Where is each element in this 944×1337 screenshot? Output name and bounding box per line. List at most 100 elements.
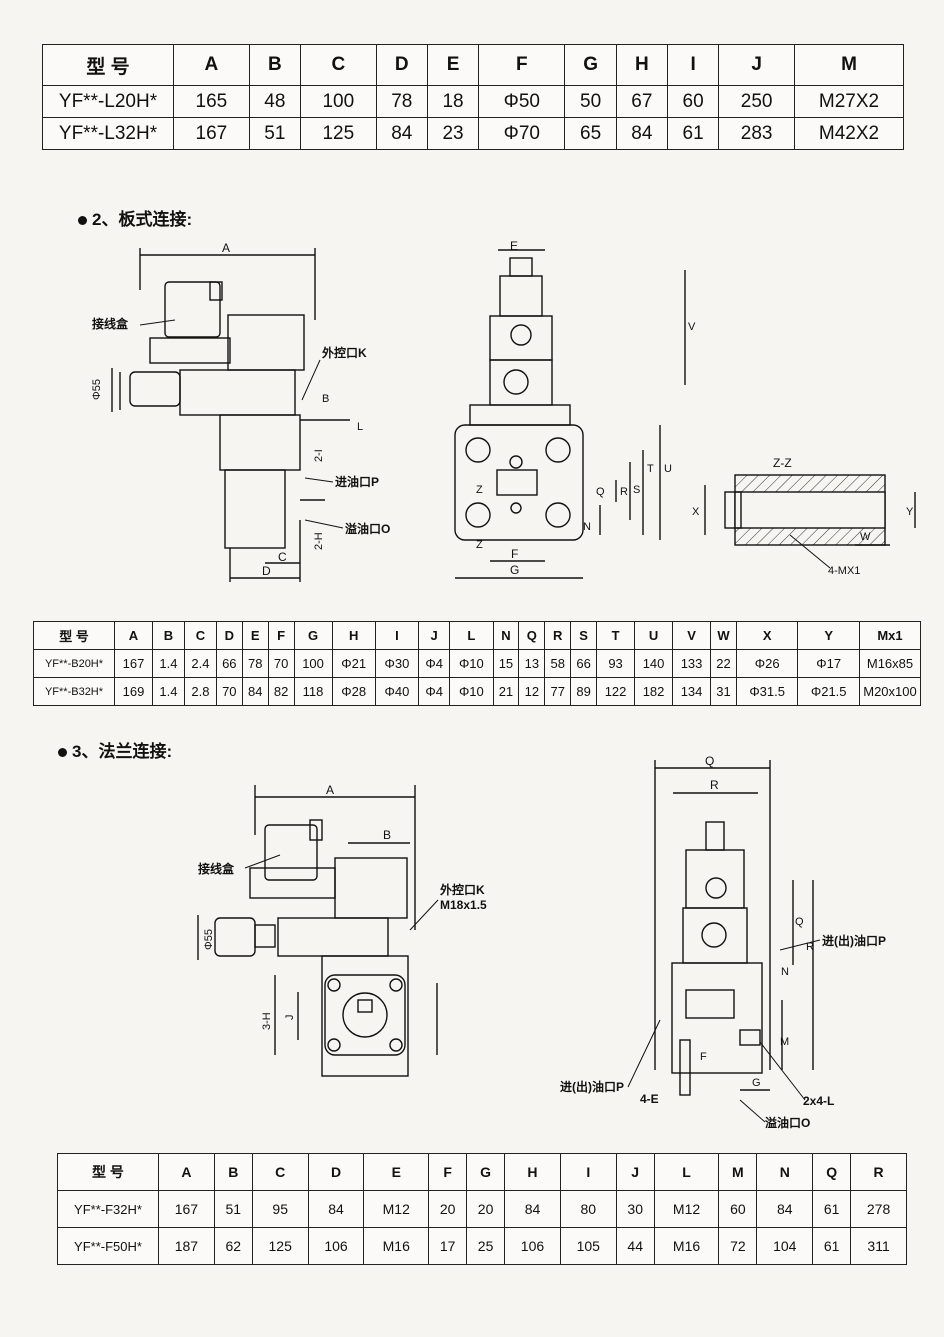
table-cell: Φ4 [418,677,451,706]
header-cell: G [293,621,333,650]
table-cell: 61 [812,1190,852,1228]
table-cell: M12 [653,1190,720,1228]
table-cell: 140 [634,649,674,678]
table-row: YF**-B32H* 169 1.4 2.8 70 84 82 118 Φ28 … [33,677,921,706]
table-cell: 62 [213,1227,253,1265]
header-cell: E [426,44,480,86]
section-heading-plate: 2、板式连接: [78,205,192,230]
header-cell: C [183,621,217,650]
table-row: YF**-L32H* 167 51 125 84 23 Φ70 65 84 61… [42,117,904,150]
dim-label-phi55: Φ55 [203,929,215,950]
dim-label-2h: 2-H [313,532,325,550]
bullet-icon [78,216,87,226]
header-cell: I [559,1153,617,1191]
header-cell: A [158,1153,215,1191]
table-cell: 23 [426,117,480,150]
table-cell: 84 [241,677,269,706]
table-header-row: 型 号 A B C D E F G H I J M [42,44,904,86]
table-cell: 84 [307,1190,365,1228]
label-4mx1: 4-MX1 [828,565,860,577]
dim-label-f: F [700,1051,707,1063]
dim-label-d: R [710,778,719,792]
header-cell: D [375,44,428,86]
section-title: 3、法兰连接: [72,742,173,761]
table-cell: 167 [114,649,153,678]
dim-label-z-bottom: Z [476,539,483,551]
dim-label-z-top: Z [476,484,483,496]
table-cell: 84 [504,1190,561,1228]
header-cell: F [478,44,566,86]
header-cell: D [215,621,243,650]
table-cell: 134 [672,677,712,706]
label-2x4l: 2x4-L [803,1094,834,1108]
header-cell: 型 号 [57,1153,159,1191]
header-cell: D [307,1153,365,1191]
table-cell: Φ4 [418,649,451,678]
dim-label-a: A [222,241,230,255]
flange-side-labels: 接线盒 外控口K M18x1.5 [198,861,487,912]
side-view: A Φ55 C D B L 2-I 2-H [91,241,363,582]
side-view-labels: 接线盒 外控口K 进油口P 溢油口O [92,316,390,536]
header-cell: Mx1 [859,621,921,650]
table-cell: Φ70 [478,117,566,150]
section-zz-view: Z-Z X Y W 4-MX1 [692,456,916,577]
table-cell: 20 [428,1190,468,1228]
dim-label-q: Q [596,486,605,498]
table-cell: 1.4 [152,677,185,706]
table-cell: Φ10 [449,677,494,706]
table-cell: 2.8 [183,677,217,706]
table-cell: M16 [363,1227,430,1265]
table-cell: 66 [215,649,243,678]
plate-connection-spec-table: 型 号 A B C D E F G H I J L N Q R S T U V … [33,621,921,706]
header-cell: I [374,621,420,650]
dim-label-b: B [322,393,329,405]
bullet-icon [58,748,67,758]
dim-label-m: M [780,1036,789,1048]
header-cell: M [718,1153,758,1191]
label-ext-port-size: M18x1.5 [440,898,487,912]
table-cell: 169 [114,677,153,706]
table-header-row: 型 号 A B C D E F G H I J L N Q R S T U V … [33,621,921,650]
header-cell: L [653,1153,720,1191]
table-cell: 51 [248,117,301,150]
label-overflow-port: 溢油口O [345,521,390,536]
dim-label-phi55: Φ55 [91,379,103,400]
header-cell: 型 号 [33,621,115,650]
table-cell: 118 [293,677,333,706]
table-cell: Φ31.5 [735,677,799,706]
dim-label-r: R [806,941,814,953]
dim-label-q: Q [795,916,804,928]
table-cell: 82 [267,677,295,706]
table-cell: Φ30 [374,649,420,678]
header-cell: J [615,1153,655,1191]
dim-label-r: R [620,486,628,498]
flange-front-view: Q R Q R N M F G [654,754,814,1096]
table-cell: 167 [158,1190,215,1228]
dim-label-b: B [383,828,391,842]
dim-label-a: A [326,783,334,797]
header-cell: Q [812,1153,852,1191]
label-inout-port-right: 进(出)油口P [822,933,886,948]
table-cell: 125 [251,1227,309,1265]
header-cell: A [173,44,250,86]
table-cell: 50 [564,85,617,118]
header-cell: I [666,44,720,86]
dim-label-c: C [278,550,287,564]
header-cell: Q [518,621,546,650]
threaded-connection-spec-table: 型 号 A B C D E F G H I J M YF**-L20H* 165… [42,44,904,150]
dim-label-n: N [781,966,789,978]
label-ext-control-port: 外控口K [440,882,485,897]
table-cell: Φ40 [374,677,420,706]
table-cell: 95 [251,1190,309,1228]
table-cell: M16x85 [859,649,921,678]
model-cell: YF**-L32H* [42,117,174,150]
flange-front-labels: 进(出)油口P 进(出)油口P 4-E 2x4-L 溢油口O [560,933,886,1130]
section-heading-flange: 3、法兰连接: [58,737,172,762]
table-cell: 93 [596,649,636,678]
table-cell: Φ21.5 [797,677,860,706]
table-cell: 51 [213,1190,253,1228]
dim-label-c: Q [705,754,714,768]
table-cell: 80 [559,1190,617,1228]
table-cell: 60 [666,85,720,118]
table-row: YF**-F32H* 167 51 95 84 M12 20 20 84 80 … [57,1190,907,1228]
